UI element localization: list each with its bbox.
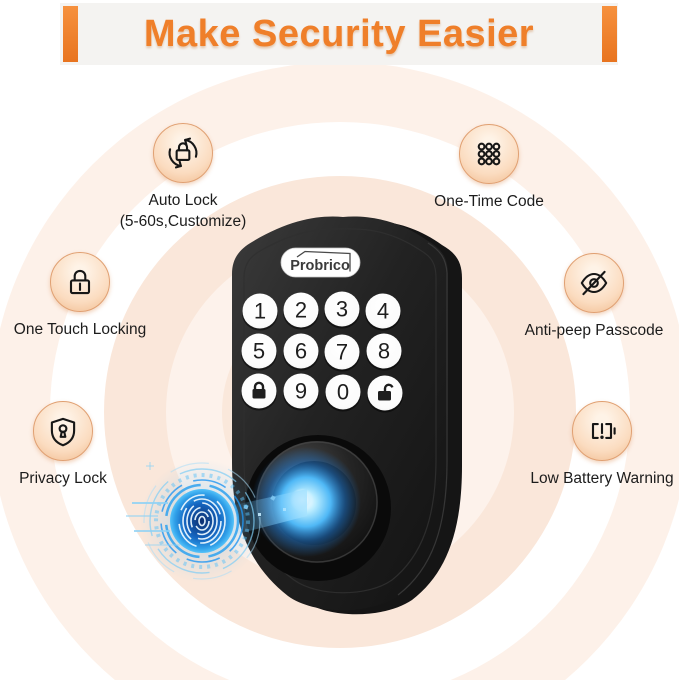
anti-peep-badge <box>564 253 624 313</box>
feature-low-battery-warning: Low Battery Warning <box>507 401 679 489</box>
keypad-button-2: 2 <box>283 292 319 330</box>
low-battery-badge <box>572 401 632 461</box>
one-time-code-badge <box>459 124 519 184</box>
feature-anti-peep-passcode: Anti-peep Passcode <box>499 253 679 341</box>
keypad-button-5: 5 <box>241 333 277 371</box>
feature-sublabel: (5-60s,Customize) <box>119 213 247 230</box>
privacy-lock-badge <box>33 401 93 461</box>
one-touch-locking-badge <box>50 252 110 312</box>
keypad-button-unlock <box>367 375 403 413</box>
keypad-button-0: 0 <box>325 374 361 412</box>
feature-label: Low Battery Warning <box>530 470 674 487</box>
one-touch-padlock-icon <box>69 269 91 295</box>
feature-label: One Touch Locking <box>13 321 147 338</box>
padlock-open-icon <box>378 383 394 401</box>
auto-lock-refresh-padlock-icon <box>168 137 198 169</box>
title-accent-bar-left <box>63 6 78 62</box>
svg-text:4: 4 <box>377 299 389 324</box>
one-time-code-keypad-icon <box>477 142 501 166</box>
brand-logo: Probrico <box>280 247 361 278</box>
page-title: Make Security Easier <box>143 12 535 55</box>
svg-text:7: 7 <box>336 340 348 365</box>
keypad-button-9: 9 <box>283 373 319 411</box>
lock-inner-frame <box>243 228 437 594</box>
svg-text:0: 0 <box>337 380 349 405</box>
title-band: Make Security Easier <box>60 3 618 65</box>
keypad-button-7: 7 <box>324 334 360 372</box>
smart-lock-device: Probrico 1 2 3 4 5 6 7 8 9 0 <box>126 216 462 615</box>
svg-text:3: 3 <box>336 297 348 322</box>
feature-label: Auto Lock <box>148 192 218 209</box>
low-battery-alert-icon <box>591 423 616 439</box>
keypad-button-4: 4 <box>365 293 401 331</box>
feature-privacy-lock: Privacy Lock <box>0 401 158 489</box>
holo-streaks <box>126 462 180 546</box>
brand-text: Probrico <box>290 258 350 274</box>
keypad-button-3: 3 <box>324 291 360 329</box>
privacy-shield-keyhole-icon <box>50 417 76 447</box>
feature-label: One-Time Code <box>434 193 544 210</box>
keypad: 1 2 3 4 5 6 7 8 9 0 <box>241 291 403 413</box>
svg-text:2: 2 <box>295 298 307 323</box>
fingerprint-hologram-icon <box>126 459 264 583</box>
feature-auto-lock: Auto Lock (5-60s,Customize) <box>88 123 278 232</box>
svg-text:9: 9 <box>295 379 307 404</box>
feature-label: Privacy Lock <box>19 470 107 487</box>
padlock-closed-icon <box>252 381 266 399</box>
anti-peep-eye-slash-icon <box>580 270 608 296</box>
keypad-button-8: 8 <box>366 333 402 371</box>
feature-one-time-code: One-Time Code <box>394 124 584 212</box>
fingerprint-whorl <box>178 494 226 548</box>
svg-text:6: 6 <box>295 339 307 364</box>
title-accent-bar-right <box>602 6 617 62</box>
keypad-button-6: 6 <box>283 333 319 371</box>
svg-text:8: 8 <box>378 339 390 364</box>
keypad-button-lock <box>241 373 277 411</box>
feature-one-touch-locking: One Touch Locking <box>0 252 175 340</box>
keypad-button-1: 1 <box>242 293 278 331</box>
auto-lock-badge <box>153 123 213 183</box>
svg-text:1: 1 <box>254 299 266 324</box>
brand-roof-outline <box>296 250 351 272</box>
svg-text:5: 5 <box>253 339 265 364</box>
feature-label: Anti-peep Passcode <box>524 322 664 339</box>
lock-edge-seam <box>397 242 448 596</box>
